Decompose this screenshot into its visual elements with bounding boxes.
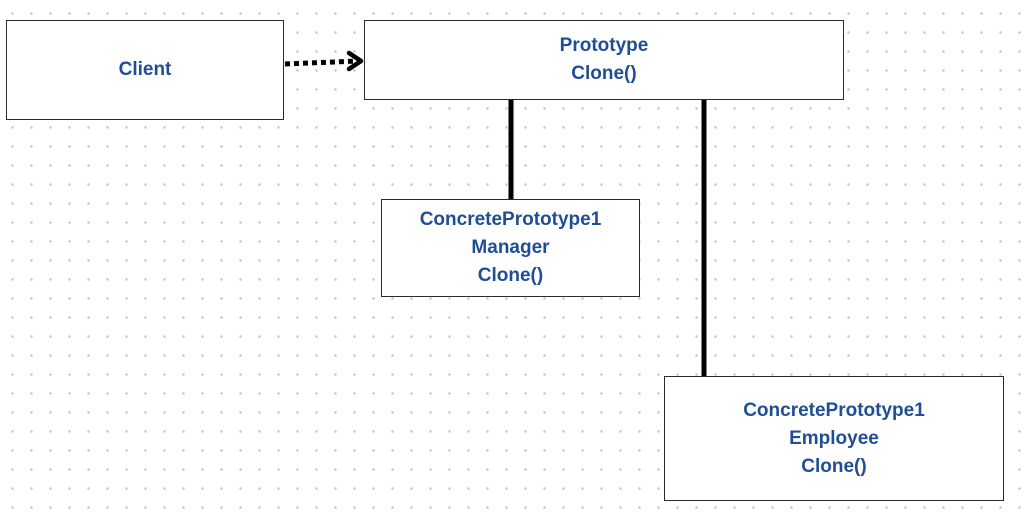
client-label: Client: [118, 59, 172, 80]
concrete-employee-role: Employee: [789, 427, 879, 449]
client-box: Client: [6, 20, 284, 120]
concrete-employee-method: Clone(): [801, 455, 867, 477]
concrete-manager-role: Manager: [471, 237, 550, 258]
dependency-dotted-line: [284, 58, 359, 67]
prototype-box: Prototype Clone(): [364, 20, 844, 100]
concrete-manager-name: ConcretePrototype1: [419, 209, 602, 230]
concrete-manager-method: Clone(): [477, 265, 544, 286]
concrete-employee-name: ConcretePrototype1: [743, 399, 925, 421]
client-to-prototype-dependency-arrow: [284, 50, 364, 72]
dependency-arrowhead: [346, 50, 364, 72]
prototype-method: Clone(): [571, 63, 637, 84]
concrete-prototype-manager-box: ConcretePrototype1 Manager Clone(): [381, 199, 640, 297]
prototype-name: Prototype: [559, 35, 649, 56]
concrete-prototype-employee-box: ConcretePrototype1 Employee Clone(): [664, 376, 1004, 501]
